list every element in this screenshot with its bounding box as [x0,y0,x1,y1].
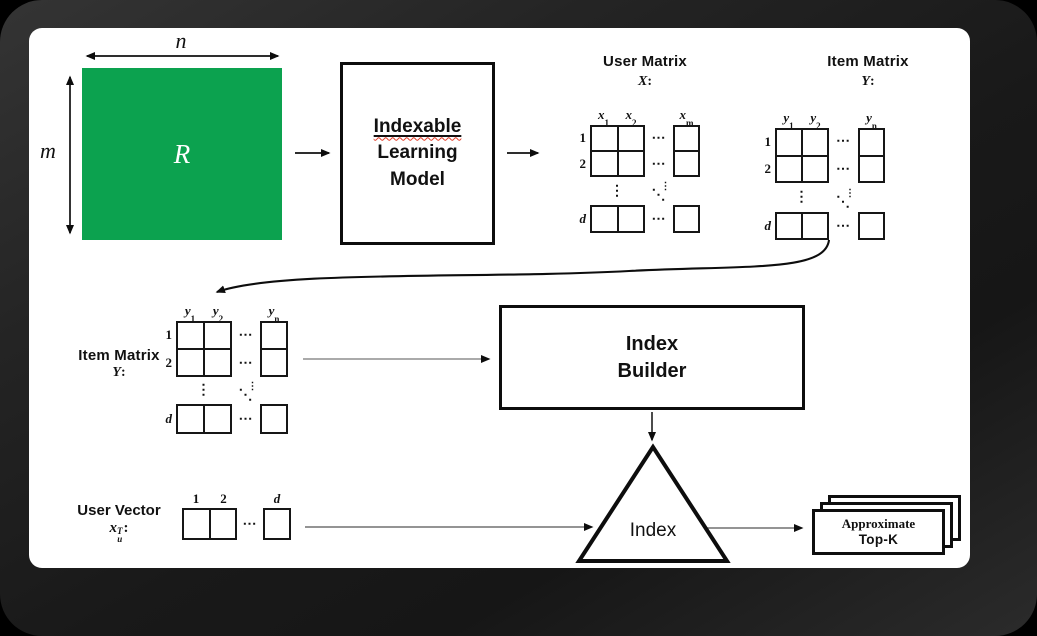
index-builder-box: Index Builder [499,305,805,410]
row-label: 1 [165,327,173,342]
row-label: 1 [579,130,587,145]
rating-matrix: R [82,68,282,240]
item-matrix-mid-title: Item Matrix [78,347,160,364]
user-matrix-symbol: X: [637,74,652,89]
matrix-cells-last-row [176,404,232,434]
matrix-cells-2x2 [176,321,232,377]
matrix-cell [673,205,700,233]
model-box-line3: Model [390,168,445,190]
matrix-cells-last-row [590,205,645,233]
index-triangle [575,443,731,563]
matrix-cells-2x2 [590,125,645,177]
connector-arrows-layer [66,52,831,563]
cols-dimension-label: n [175,28,187,53]
topk-result-cards: Approximate Top-K [812,495,964,557]
row-label: 2 [579,156,587,171]
vector-cell [263,508,291,540]
vector-cell-label: d [273,491,281,506]
index-triangle-label: Index [629,520,677,541]
matrix-cells-2x2 [775,128,829,183]
builder-line2: Builder [617,359,687,382]
row-label: 2 [165,355,173,370]
result-card-front: Approximate Top-K [812,509,945,555]
rows-dimension-label: m [40,138,56,163]
vector-cell-label: 2 [220,491,227,506]
user-matrix-title: User Matrix [603,53,687,70]
topk-line2: Top-K [858,531,899,547]
vector-cell-label: 1 [192,491,200,506]
learning-model-box: Indexable Learning Model [340,62,495,245]
item-matrix-mid-symbol: Y: [112,365,126,380]
matrix-cells-last-row [775,212,829,240]
matrix-cells-last-col [260,321,288,377]
model-box-line1: Indexable [373,115,462,137]
row-label: d [579,211,587,226]
matrix-cell [858,212,885,240]
matrix-cells-last-col [858,128,885,183]
matrix-cell [260,404,288,434]
row-label: d [764,218,772,233]
model-box-line2: Learning [377,142,458,164]
row-label: d [165,411,173,426]
diagram-canvas: R n m Indexable Learning Model User Matr… [29,28,970,568]
vector-cells-2 [182,508,237,540]
item-matrix-top-title: Item Matrix [827,53,909,70]
row-label: 1 [764,133,772,149]
rating-matrix-symbol: R [173,138,191,169]
user-vector-title: User Vector [77,502,161,519]
user-vector-grid: 1 2 d ⋯ [182,491,291,540]
builder-line1: Index [625,332,679,355]
matrix-cells-last-col [673,125,700,177]
item-matrix-top-symbol: Y: [861,74,875,89]
topk-line1: Approximate [841,515,916,531]
row-label: 2 [764,161,772,176]
curved-arrow-item-matrix [215,239,831,294]
